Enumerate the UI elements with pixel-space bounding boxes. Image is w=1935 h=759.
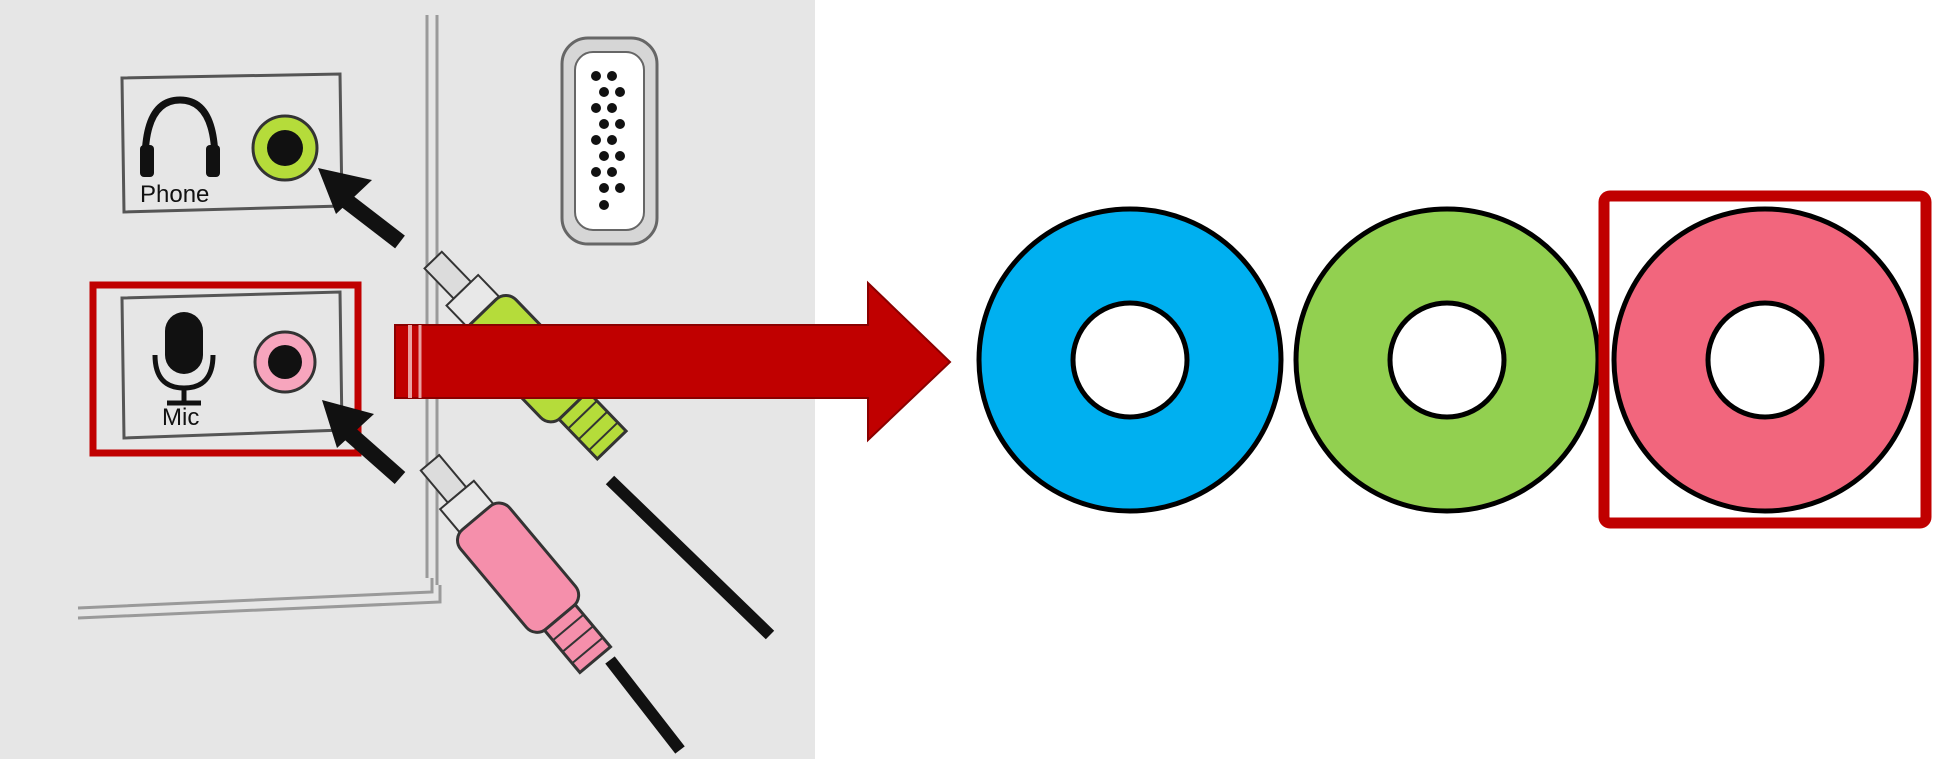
microphone-icon bbox=[152, 312, 216, 406]
vga-port-icon bbox=[560, 36, 659, 246]
red-arrow-shape bbox=[394, 280, 952, 443]
phone-label: Phone bbox=[140, 181, 209, 208]
blue-ring bbox=[976, 206, 1284, 514]
green-ring bbox=[1293, 206, 1601, 514]
pink-audio-plug bbox=[419, 453, 685, 754]
phone-pointer-arrow bbox=[318, 168, 405, 249]
red-arrow bbox=[394, 280, 952, 443]
mic-highlight-box bbox=[89, 281, 362, 457]
pink-ring-highlight-box bbox=[1598, 190, 1932, 529]
mic-label: Mic bbox=[162, 404, 199, 431]
mic-pointer-arrow bbox=[322, 400, 406, 484]
pink-ring bbox=[1611, 206, 1919, 514]
color-rings bbox=[976, 190, 1932, 529]
phone-jack bbox=[251, 114, 319, 182]
phone-port-group: Phone bbox=[120, 72, 344, 214]
headphones-icon bbox=[140, 96, 220, 177]
mic-port-group: Mic bbox=[120, 290, 344, 440]
mic-jack bbox=[253, 330, 317, 394]
